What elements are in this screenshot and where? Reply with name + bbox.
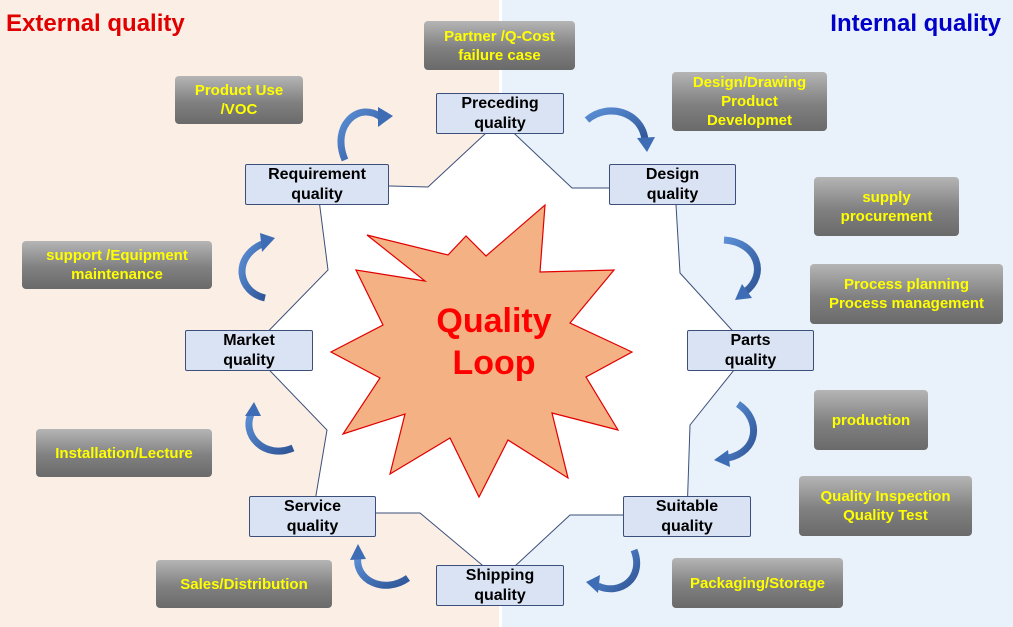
arrow-heads — [245, 107, 752, 593]
note-design-drawing: Design/Drawing Product Developmet — [672, 72, 827, 131]
node-design-quality: Design quality — [609, 164, 736, 205]
quality-loop-starburst — [329, 203, 634, 499]
node-shipping-quality: Shipping quality — [436, 565, 564, 606]
arrow-shipping-to-service — [354, 555, 411, 589]
quality-loop-line1: Quality — [436, 302, 552, 340]
arrowhead-to-parts — [735, 284, 752, 300]
node-preceding-quality: Preceding quality — [436, 93, 564, 134]
note-production: production — [814, 390, 928, 450]
arrow-market-to-requirement — [238, 240, 267, 302]
cycle-arrows — [238, 107, 761, 593]
arrowhead-to-suitable — [714, 450, 730, 467]
arrowhead-to-shipping — [586, 575, 600, 593]
note-partner-qcost: Partner /Q-Cost failure case — [424, 21, 575, 70]
internal-quality-heading: Internal quality — [830, 10, 1001, 37]
note-packaging-storage: Packaging/Storage — [672, 558, 843, 608]
note-installation-lecture: Installation/Lecture — [36, 429, 212, 477]
note-supply-procurement: supply procurement — [814, 177, 959, 236]
arrow-suitable-to-shipping — [596, 548, 641, 593]
note-product-use-voc: Product Use /VOC — [175, 76, 303, 124]
node-market-quality: Market quality — [185, 330, 313, 371]
note-process-planning: Process planning Process management — [810, 264, 1003, 324]
arrow-service-to-market — [245, 410, 295, 455]
node-requirement-quality: Requirement quality — [245, 164, 389, 205]
note-quality-inspection: Quality Inspection Quality Test — [799, 476, 972, 536]
quality-loop-line2: Loop — [452, 344, 536, 382]
node-parts-quality: Parts quality — [687, 330, 814, 371]
arrowhead-to-design — [637, 137, 655, 152]
arrowhead-to-preceding — [378, 107, 393, 127]
arrowhead-to-market — [245, 402, 261, 416]
quality-loop-label: Quality Loop — [404, 300, 584, 384]
note-support-equipment: support /Equipment maintenance — [22, 241, 212, 289]
arrowhead-to-service — [350, 544, 366, 560]
arrow-preceding-to-design — [584, 107, 649, 141]
arrow-design-to-parts — [723, 236, 761, 295]
node-suitable-quality: Suitable quality — [623, 496, 751, 537]
node-service-quality: Service quality — [249, 496, 376, 537]
note-sales-distribution: Sales/Distribution — [156, 560, 332, 608]
arrow-parts-to-suitable — [727, 401, 757, 462]
arrow-requirement-to-preceding — [337, 108, 385, 162]
external-quality-heading: External quality — [6, 10, 185, 37]
arrowhead-to-requirement — [260, 233, 275, 252]
